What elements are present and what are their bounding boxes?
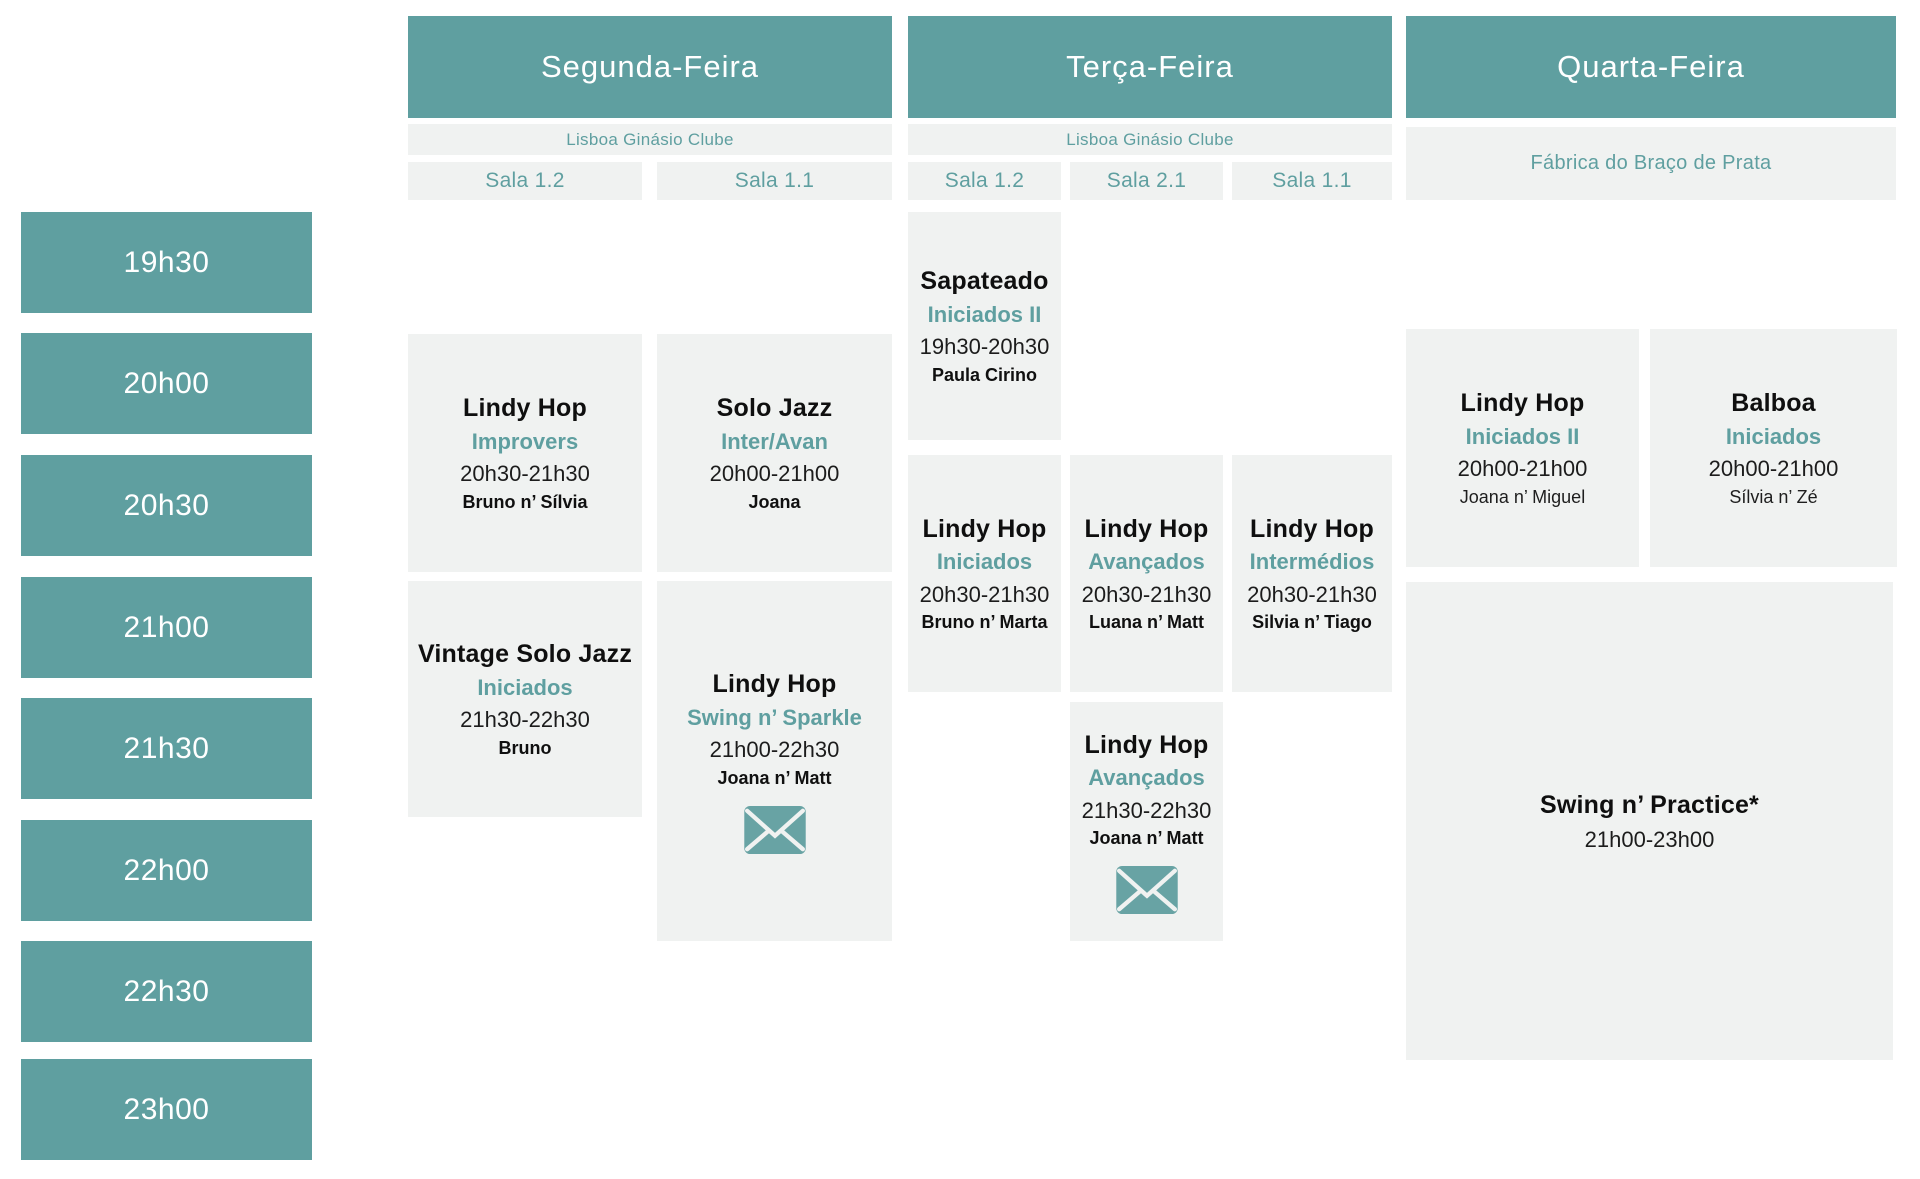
class-level: Avançados [1088,549,1205,574]
time-slot: 22h00 [21,820,312,921]
class-title: Swing n’ Practice* [1540,791,1759,819]
venue-monday: Lisboa Ginásio Clube [408,124,892,155]
class-teacher: Luana n’ Matt [1088,612,1204,633]
room-tuesday-sala-2-1: Sala 2.1 [1070,162,1223,200]
class-teacher: Bruno [498,737,552,758]
class-time: 20h30-21h30 [1247,581,1377,607]
class-teacher: Silvia n’ Tiago [1252,612,1372,633]
class-level: Iniciados [936,549,1033,574]
class-time: 20h30-21h30 [919,581,1050,607]
class-time: 19h30-20h30 [919,334,1050,360]
class-level: Iniciados [1725,423,1822,449]
class-title: Solo Jazz [716,394,833,422]
class-time: 20h00-21h00 [709,461,840,487]
class-time: 21h30-22h30 [460,707,590,733]
class-card-solo-jazz: Solo Jazz Inter/Avan 20h00-21h00 Joana [657,334,892,572]
time-slot: 20h30 [21,455,312,556]
class-card-lindy-iniciados: Lindy Hop Iniciados 20h30-21h30 Bruno n’… [908,455,1061,692]
day-header-wednesday: Quarta-Feira [1406,16,1896,118]
class-teacher: Joana n’ Matt [717,767,832,788]
class-title: Lindy Hop [1084,730,1209,759]
class-card-lindy-avancados-2: Lindy Hop Avançados 21h30-22h30 Joana n’… [1070,702,1223,941]
day-header-monday: Segunda-Feira [408,16,892,118]
class-title: Vintage Solo Jazz [417,640,633,668]
class-teacher: Joana n’ Miguel [1459,486,1586,507]
room-monday-sala-1-2: Sala 1.2 [408,162,642,200]
class-time: 21h00-23h00 [1584,826,1715,852]
class-level: Inter/Avan [721,428,828,454]
class-teacher: Paula Cirino [931,364,1038,385]
class-level: Iniciados [477,674,573,700]
class-card-lindy-intermedios: Lindy Hop Intermédios 20h30-21h30 Silvia… [1232,455,1392,692]
venue-wednesday: Fábrica do Braço de Prata [1406,127,1896,200]
class-title: Balboa [1731,389,1816,417]
class-card-swing-n-practice: Swing n’ Practice* 21h00-23h00 [1406,582,1893,1060]
venue-tuesday: Lisboa Ginásio Clube [908,124,1392,155]
room-tuesday-sala-1-2: Sala 1.2 [908,162,1061,200]
class-teacher: Joana n’ Matt [1089,828,1204,849]
envelope-icon [1115,866,1178,915]
time-slot: 22h30 [21,941,312,1042]
class-level: Swing n’ Sparkle [687,704,862,730]
room-monday-sala-1-1: Sala 1.1 [657,162,892,200]
class-card-sapateado: Sapateado Iniciados II 19h30-20h30 Paula… [908,212,1061,440]
class-title: Lindy Hop [922,514,1047,543]
class-card-lindy-avancados-1: Lindy Hop Avançados 20h30-21h30 Luana n’… [1070,455,1223,692]
class-card-lindy-iniciados-ii: Lindy Hop Iniciados II 20h00-21h00 Joana… [1406,329,1639,567]
class-card-lindy-improvers: Lindy Hop Improvers 20h30-21h30 Bruno n’… [408,334,642,572]
class-time: 21h00-22h30 [709,737,840,763]
class-level: Avançados [1088,765,1205,790]
class-title: Lindy Hop [712,670,837,698]
class-card-swing-n-sparkle: Lindy Hop Swing n’ Sparkle 21h00-22h30 J… [657,581,892,941]
class-time: 20h00-21h00 [1457,456,1588,482]
class-teacher: Bruno n’ Marta [921,612,1048,633]
class-teacher: Sílvia n’ Zé [1729,486,1818,507]
room-tuesday-sala-1-1: Sala 1.1 [1232,162,1392,200]
time-slot: 21h00 [21,577,312,678]
class-title: Lindy Hop [462,394,587,422]
day-header-tuesday: Terça-Feira [908,16,1392,118]
class-level: Iniciados II [927,301,1042,327]
class-card-balboa: Balboa Iniciados 20h00-21h00 Sílvia n’ Z… [1650,329,1897,567]
class-title: Lindy Hop [1084,514,1209,543]
class-time: 20h30-21h30 [1081,581,1212,607]
class-level: Iniciados II [1465,423,1580,449]
envelope-icon [743,805,806,854]
class-title: Lindy Hop [1460,389,1585,417]
time-slot: 21h30 [21,698,312,799]
class-card-vintage-solo-jazz: Vintage Solo Jazz Iniciados 21h30-22h30 … [408,581,642,817]
class-time: 20h00-21h00 [1708,456,1839,482]
time-slot: 23h00 [21,1059,312,1160]
class-teacher: Joana [748,491,801,512]
time-slot: 19h30 [21,212,312,313]
class-time: 21h30-22h30 [1081,797,1212,823]
class-time: 20h30-21h30 [460,461,590,487]
class-title: Lindy Hop [1249,514,1374,543]
class-level: Intermédios [1249,549,1375,574]
time-slot: 20h00 [21,333,312,434]
class-level: Improvers [471,428,579,454]
class-teacher: Bruno n’ Sílvia [462,491,588,512]
class-title: Sapateado [920,267,1049,295]
